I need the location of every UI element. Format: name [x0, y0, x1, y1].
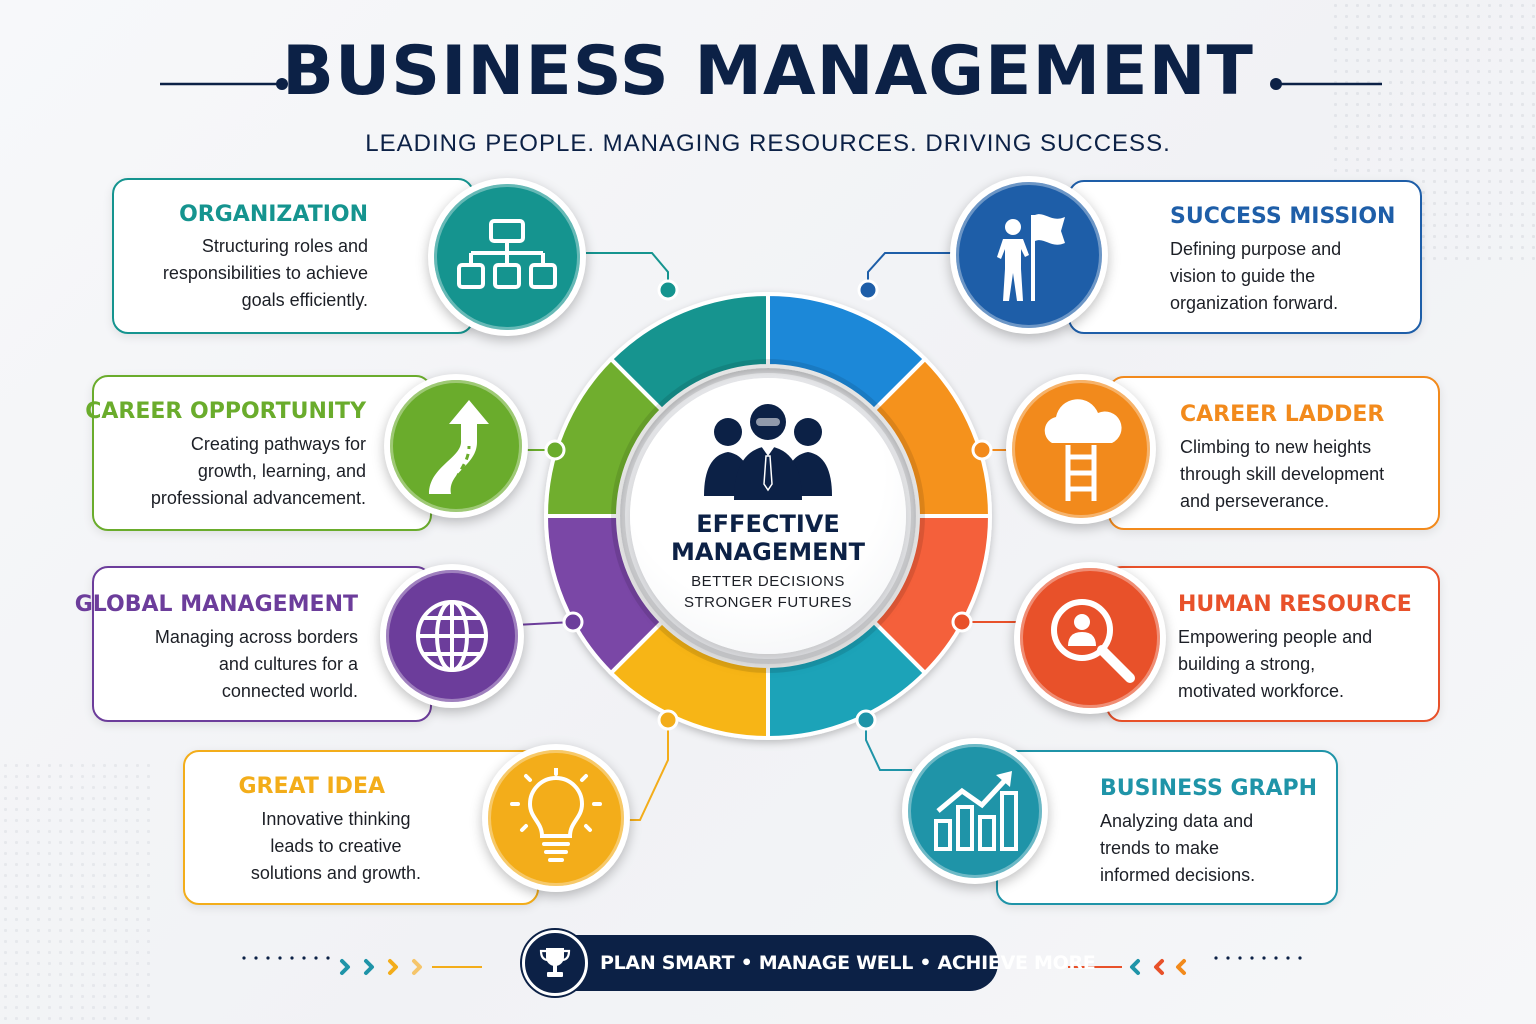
center-sub-line1: BETTER DECISIONS [691, 573, 845, 590]
card-title: GREAT IDEA [238, 774, 385, 799]
footer-banner [522, 935, 998, 991]
ring-segment [608, 291, 770, 413]
center-hub: EFFECTIVE MANAGEMENT BETTER DECISIONS ST… [630, 378, 906, 654]
person-flag-icon [950, 176, 1108, 334]
card-title: CAREER LADDER [1180, 402, 1385, 427]
center-title-line1: EFFECTIVE [696, 510, 840, 538]
trophy-icon [522, 930, 588, 996]
globe-icon [380, 564, 524, 708]
business-team-icon [704, 404, 832, 500]
node-dot [657, 709, 679, 731]
center-title-line2: MANAGEMENT [671, 538, 865, 566]
ladder-cloud-icon [1006, 374, 1156, 524]
card-career-opportunity: CAREER OPPORTUNITY Creating pathways for… [85, 375, 432, 531]
card-title: SUCCESS MISSION [1170, 204, 1396, 229]
node-dot [971, 439, 993, 461]
page-subtitle: LEADING PEOPLE. MANAGING RESOURCES. DRIV… [365, 130, 1171, 157]
connector-success-mission [867, 252, 955, 288]
card-title: HUMAN RESOURCE [1178, 592, 1412, 617]
node-dot [857, 279, 879, 301]
title-rules [160, 78, 1382, 90]
card-global-management: GLOBAL MANAGEMENT Managing across border… [75, 566, 432, 722]
org-chart-icon [428, 178, 586, 336]
node-dot [951, 611, 973, 633]
card-title: BUSINESS GRAPH [1100, 776, 1318, 801]
card-title: CAREER OPPORTUNITY [85, 399, 366, 424]
connector-business-graph [865, 722, 912, 771]
decorative-dots [0, 760, 150, 1024]
card-title: GLOBAL MANAGEMENT [74, 592, 358, 617]
node-dot [855, 709, 877, 731]
card-title: ORGANIZATION [179, 202, 368, 227]
page-title: BUSINESS MANAGEMENT [282, 32, 1254, 111]
footer-tagline: PLAN SMART • MANAGE WELL • ACHIEVE MORE [600, 952, 1096, 974]
road-arrow-icon [384, 374, 528, 518]
bar-graph-icon [902, 738, 1048, 884]
node-dot [657, 279, 679, 301]
center-sub-line2: STRONGER FUTURES [683, 594, 852, 611]
lightbulb-icon [482, 744, 630, 892]
footer-decor [242, 956, 1302, 975]
connector-organization [586, 252, 669, 288]
node-dot [544, 439, 566, 461]
node-dot [562, 611, 584, 633]
person-search-icon [1014, 562, 1166, 714]
